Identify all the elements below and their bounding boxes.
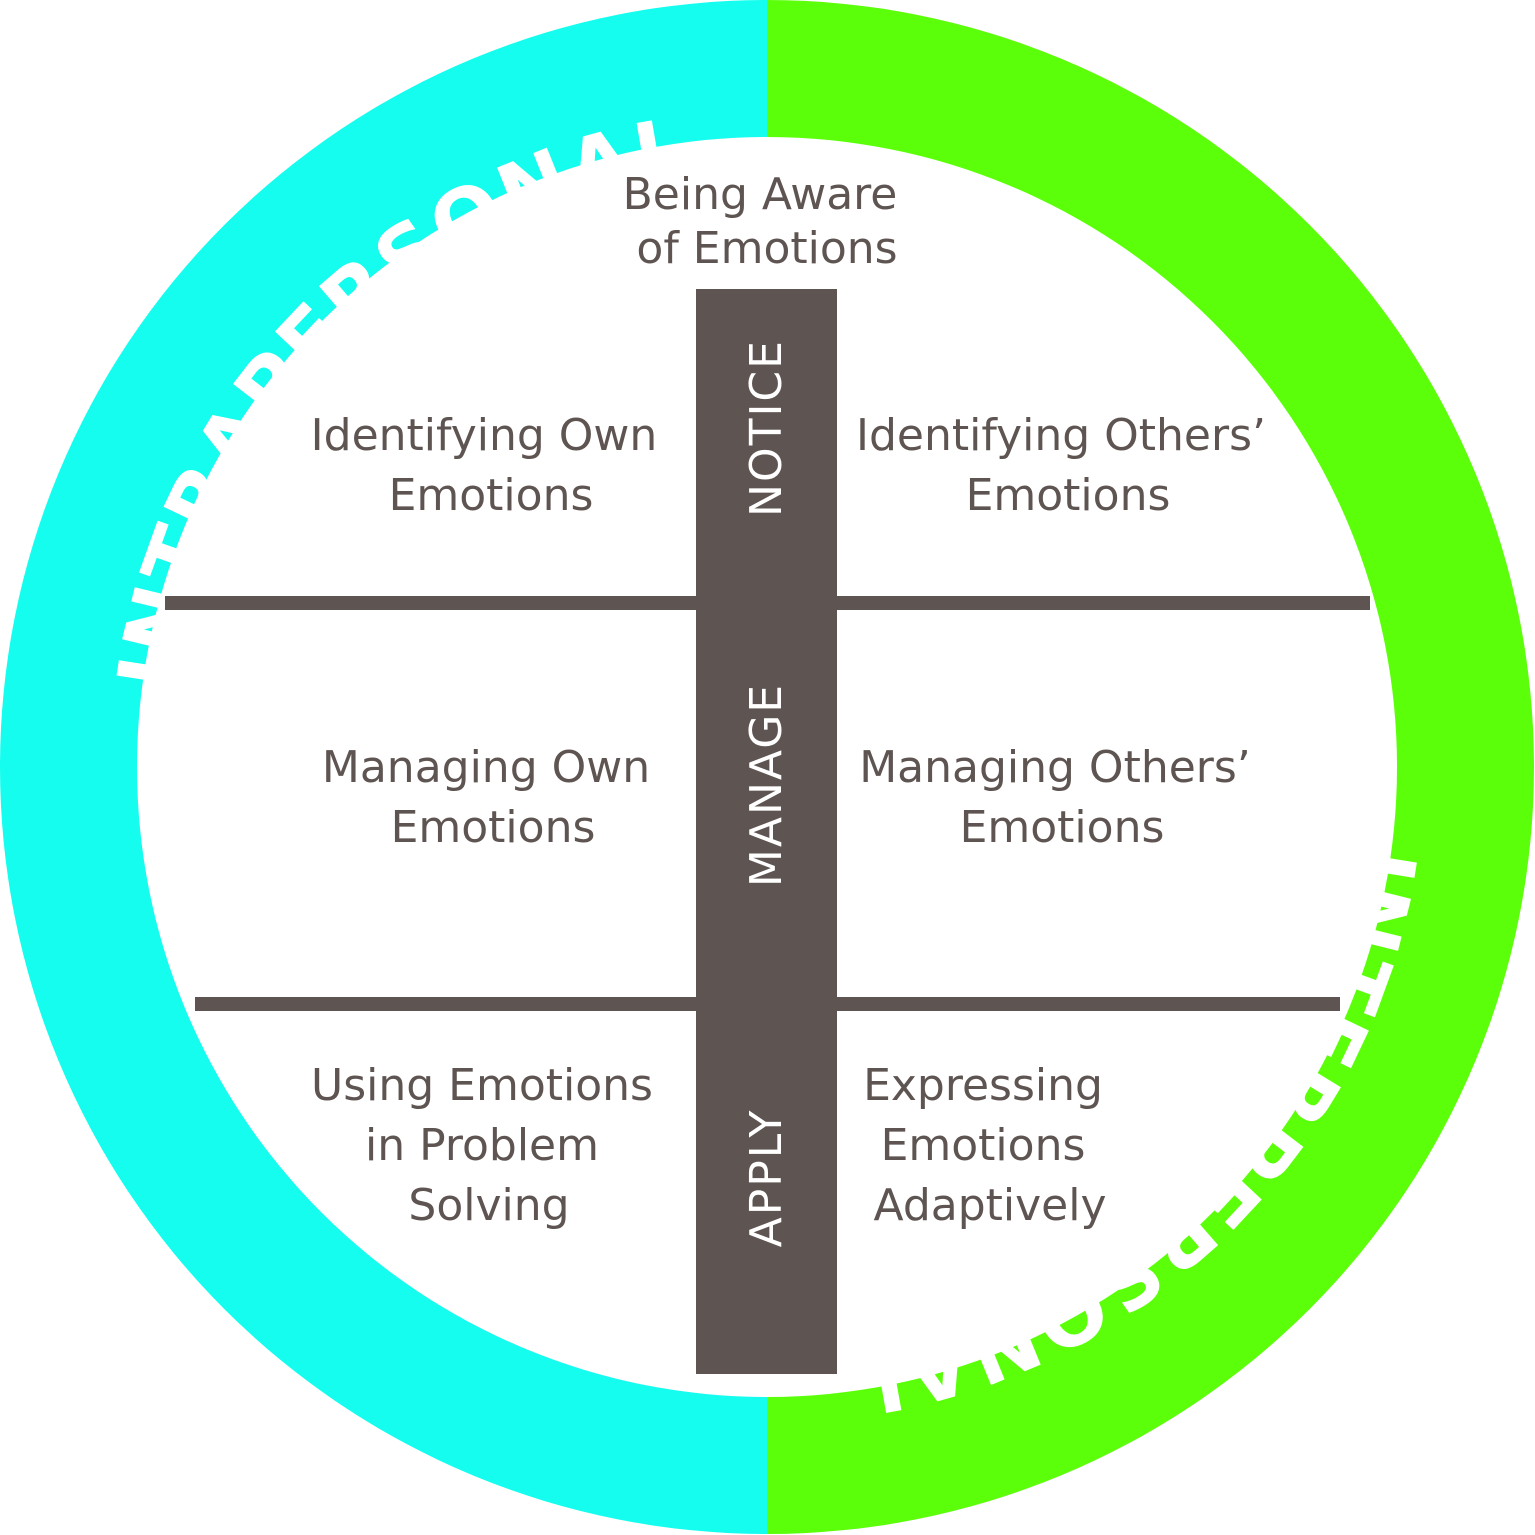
managing-own-emotions: Managing Own Emotions [322, 742, 664, 853]
manage-bar [696, 608, 837, 999]
identifying-own-emotions: Identifying Own Emotions [311, 410, 672, 521]
apply-label: APPLY [741, 1109, 792, 1248]
divider-line-upper [165, 596, 1370, 610]
apply-bar [696, 1009, 837, 1374]
identifying-others-emotions: Identifying Others’ Emotions [856, 410, 1280, 521]
notice-label: NOTICE [741, 339, 792, 517]
being-aware-label: Being Aware of Emotions [623, 169, 912, 274]
expressing-emotions-adaptively: Expressing Emotions Adaptively [863, 1060, 1117, 1231]
manage-label: MANAGE [741, 683, 792, 887]
using-emotions-in-problem-solving: Using Emotions in Problem Solving [311, 1060, 667, 1231]
managing-others-emotions: Managing Others’ Emotions [859, 742, 1265, 853]
notice-bar [696, 289, 837, 598]
divider-line-lower [195, 997, 1340, 1011]
